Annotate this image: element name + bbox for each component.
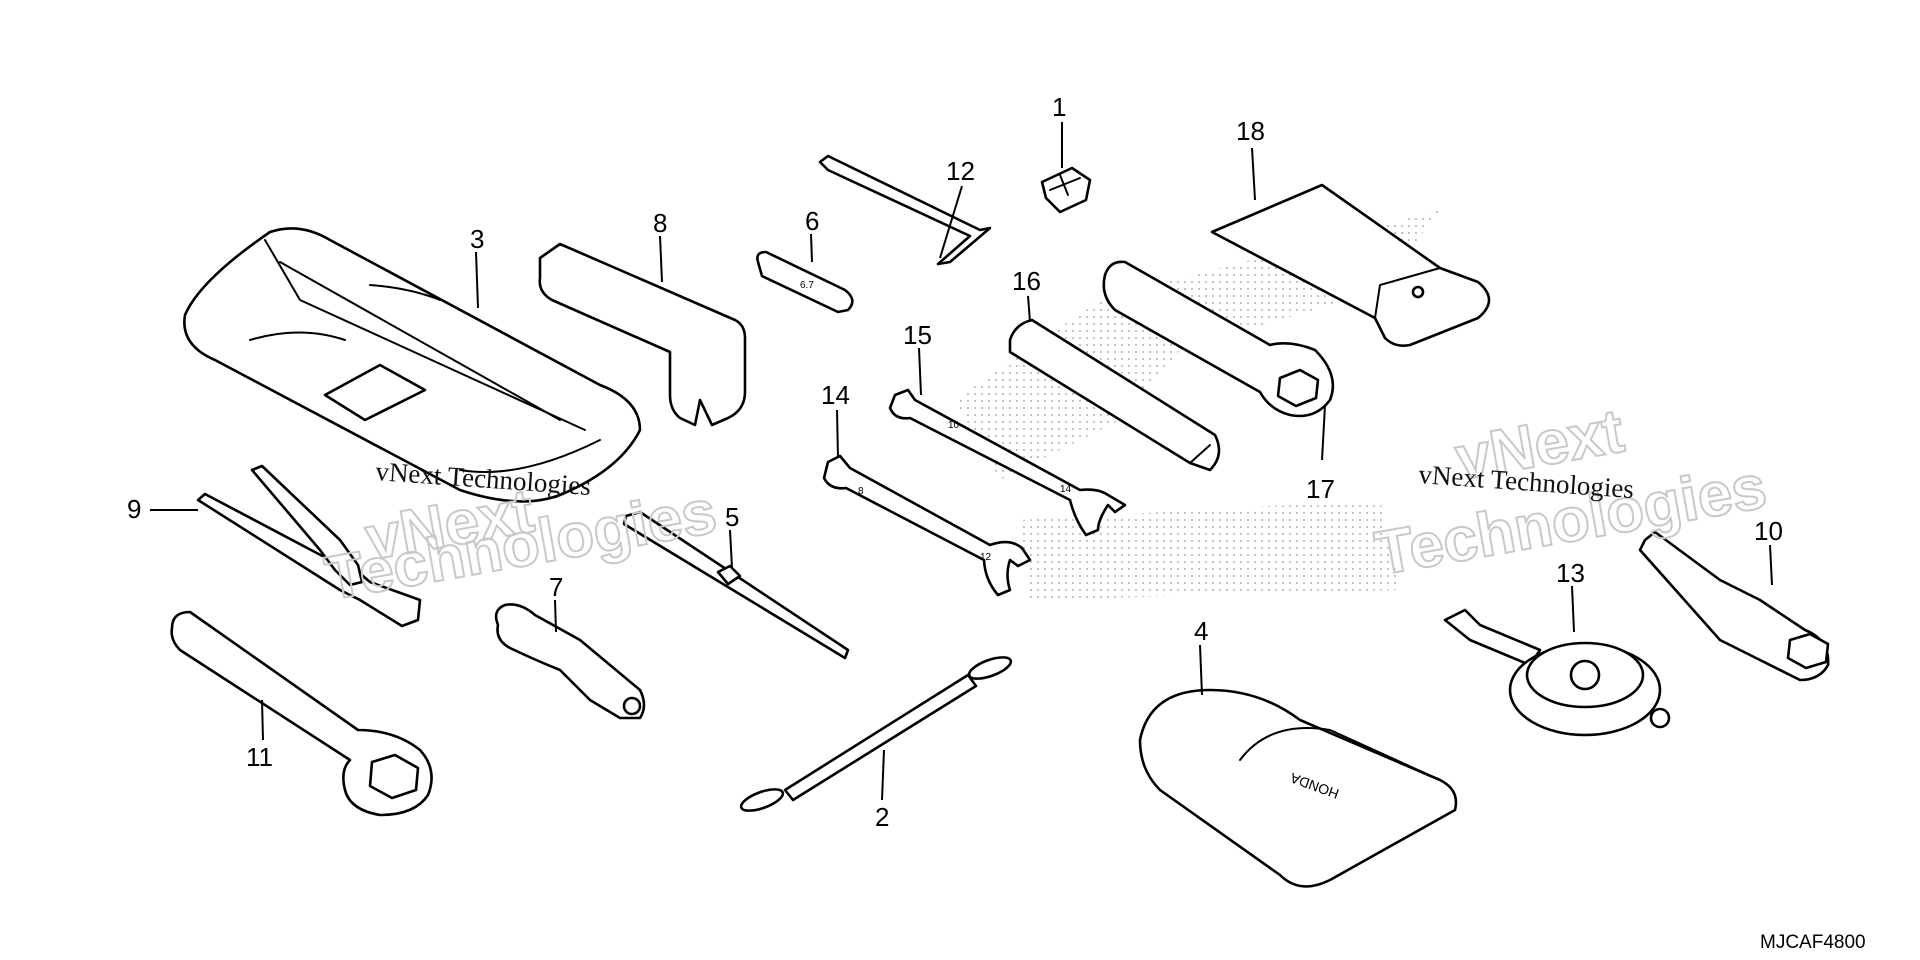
pin-spanner: 6.7 [756, 250, 854, 314]
callout-6: 6 [805, 206, 819, 236]
tool-bag [183, 227, 642, 503]
callout-2: 2 [875, 802, 889, 832]
callout-16: 16 [1012, 266, 1041, 296]
callout-10: 10 [1754, 516, 1783, 546]
diagram-code: MJCAF4800 [1760, 932, 1866, 953]
callout-8: 8 [653, 208, 667, 238]
hook-spanner [538, 242, 747, 427]
tire-pressure-gauge [1443, 608, 1671, 737]
large-ring-wrench [170, 610, 433, 817]
screwdriver-shaft [622, 510, 850, 660]
fuse-clip [1040, 166, 1092, 214]
callout-14: 14 [821, 380, 850, 410]
open-end-wrench-8-12: 8 12 [822, 454, 1032, 597]
callout-3: 3 [470, 224, 484, 254]
small-pouch [1210, 183, 1491, 347]
hex-key [818, 154, 992, 266]
callout-12: 12 [946, 156, 975, 186]
open-end-wrench-10-14: 10 14 [888, 388, 1127, 537]
pliers [196, 464, 422, 628]
wrench14-size-a: 8 [858, 486, 864, 497]
callout-5: 5 [725, 502, 739, 532]
callout-1: 1 [1052, 92, 1066, 122]
callout-13: 13 [1556, 558, 1585, 588]
wrench15-size-b: 14 [1060, 484, 1072, 495]
socket-wrench [1638, 530, 1830, 682]
callout-18: 18 [1236, 116, 1265, 146]
wrench15-size-a: 10 [948, 420, 960, 431]
flat-extension [1008, 318, 1221, 472]
cable-with-loops [739, 656, 1013, 812]
callouts: 1 2 3 4 5 6 7 8 9 10 11 12 13 14 15 16 1… [127, 92, 1783, 832]
callout-11: 11 [246, 742, 273, 772]
ring-wrench [1102, 260, 1335, 418]
callout-9: 9 [127, 494, 141, 524]
screwdriver-handle [494, 603, 646, 720]
callout-15: 15 [903, 320, 932, 350]
callout-17: 17 [1306, 474, 1335, 504]
large-pouch: HONDA [1138, 688, 1458, 888]
pin-spanner-mark: 6.7 [800, 280, 814, 291]
callout-4: 4 [1194, 616, 1208, 646]
wrench14-size-b: 12 [980, 552, 992, 563]
callout-7: 7 [549, 572, 563, 602]
leader-lines [150, 122, 1773, 801]
